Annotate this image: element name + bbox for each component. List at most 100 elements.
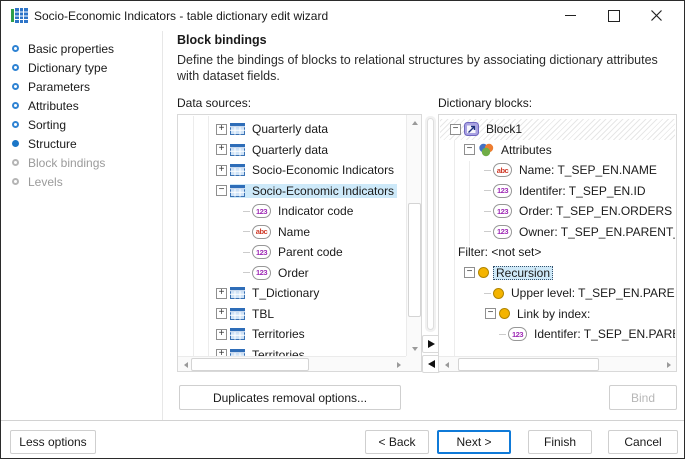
tree-item[interactable]: + Quarterly data [179,119,405,140]
tree-connector [243,251,250,253]
tree-item[interactable]: Filter: <not set> [440,242,675,263]
tree-item[interactable]: + Territories [179,324,405,345]
table-icon [230,348,245,356]
scroll-left-icon [444,361,449,368]
maximize-button[interactable] [592,1,635,30]
next-button[interactable]: Next > [437,430,511,454]
tree-item-label: Owner: T_SEP_EN.PARENT_ID [519,224,675,239]
finish-button[interactable]: Finish [528,430,592,454]
tree-item[interactable]: +Territories [179,345,405,356]
wizard-step[interactable]: Basic properties [1,39,162,58]
expand-icon[interactable]: + [216,287,227,299]
expand-icon[interactable]: + [216,308,227,320]
tree-item[interactable]: −Link by index: [440,304,675,325]
vertical-scrollbar[interactable] [406,115,421,356]
close-button[interactable] [635,1,678,30]
tree-connector [484,169,491,171]
tree-item-label: Upper level: T_SEP_EN.PARENT_ID [511,286,675,301]
back-button[interactable]: < Back [365,430,429,454]
scroll-left-button[interactable] [179,358,192,371]
collapse-icon[interactable]: − [464,144,475,156]
cancel-button[interactable]: Cancel [608,430,678,454]
collapse-icon[interactable]: − [450,123,461,135]
tree-item[interactable]: Upper level: T_SEP_EN.PARENT_ID [440,283,675,304]
expand-icon[interactable]: + [216,164,227,176]
tree-guide-line [469,161,470,246]
horizontal-scrollbar[interactable] [439,356,676,371]
scroll-up-button[interactable] [408,116,421,129]
table-icon [230,287,245,300]
collapse-icon[interactable]: − [485,308,496,320]
wizard-step[interactable]: Levels [1,172,162,191]
minimize-button[interactable] [549,1,592,30]
expand-icon[interactable]: + [216,123,227,135]
yellow-circle-icon [493,287,504,299]
scrollbar-thumb[interactable] [191,358,309,371]
tree-guide-line [208,116,209,356]
collapse-icon[interactable]: − [216,185,227,197]
scrollbar-thumb[interactable] [458,358,599,371]
arrow-right-icon [427,340,435,348]
dictionary-blocks-label: Dictionary blocks: [438,96,533,110]
tree-item[interactable]: + Quarterly data [179,140,405,161]
tree-item[interactable]: −Recursion [440,263,675,284]
wizard-step[interactable]: Attributes [1,96,162,115]
numeric-123-icon: 123 [252,204,271,219]
title-bar: Socio-Economic Indicators - table dictio… [1,1,684,31]
tree-item[interactable]: +T_Dictionary [179,283,405,304]
collapse-icon[interactable]: − [464,267,475,279]
wizard-step-label: Block bindings [28,155,106,170]
wizard-step-label: Parameters [28,79,91,94]
minimize-icon [565,15,576,16]
tree-item-label: Quarterly data [252,142,329,157]
table-dictionary-icon [11,8,28,23]
tree-item[interactable]: −Block1 [440,119,675,140]
tree-item-label: Quarterly data [252,122,329,137]
wizard-step[interactable]: Block bindings [1,153,162,172]
tree-guide-line [193,116,194,356]
tree-item[interactable]: + Socio-Economic Indicators [179,160,405,181]
horizontal-scrollbar[interactable] [178,356,406,371]
wizard-step[interactable]: Sorting [1,115,162,134]
expand-icon[interactable]: + [216,349,227,356]
numeric-123-icon: 123 [493,204,512,219]
close-icon [651,10,662,21]
scroll-right-button[interactable] [662,358,675,371]
step-bullet-icon [12,140,19,147]
scroll-right-button[interactable] [392,358,405,371]
expand-icon[interactable]: + [216,144,227,156]
less-options-button[interactable]: Less options [10,430,96,454]
bind-button[interactable]: Bind [609,385,677,410]
tree-item[interactable]: −Attributes [440,140,675,161]
step-bullet-icon [12,102,19,109]
tree-item-label: Socio-Economic Indicators [252,163,395,178]
wizard-step[interactable]: Dictionary type [1,58,162,77]
scrollbar-thumb[interactable] [408,203,421,317]
scroll-down-button[interactable] [408,342,421,355]
numeric-123-icon: 123 [252,265,271,280]
text-abc-icon: abc [493,163,512,178]
expand-icon[interactable]: + [216,328,227,340]
tree-item[interactable]: −Socio-Economic Indicators [179,181,405,202]
tree-connector [484,231,491,233]
wizard-step[interactable]: Structure [1,134,162,153]
panel-splitter[interactable] [425,116,436,332]
tree-item[interactable]: +TBL [179,304,405,325]
table-icon [230,164,245,177]
tree-item-label: Territories [252,327,305,342]
scroll-left-button[interactable] [440,358,453,371]
duplicates-removal-options-button[interactable]: Duplicates removal options... [179,385,401,410]
step-bullet-icon [12,83,19,90]
wizard-step[interactable]: Parameters [1,77,162,96]
tree-connector [243,210,250,212]
